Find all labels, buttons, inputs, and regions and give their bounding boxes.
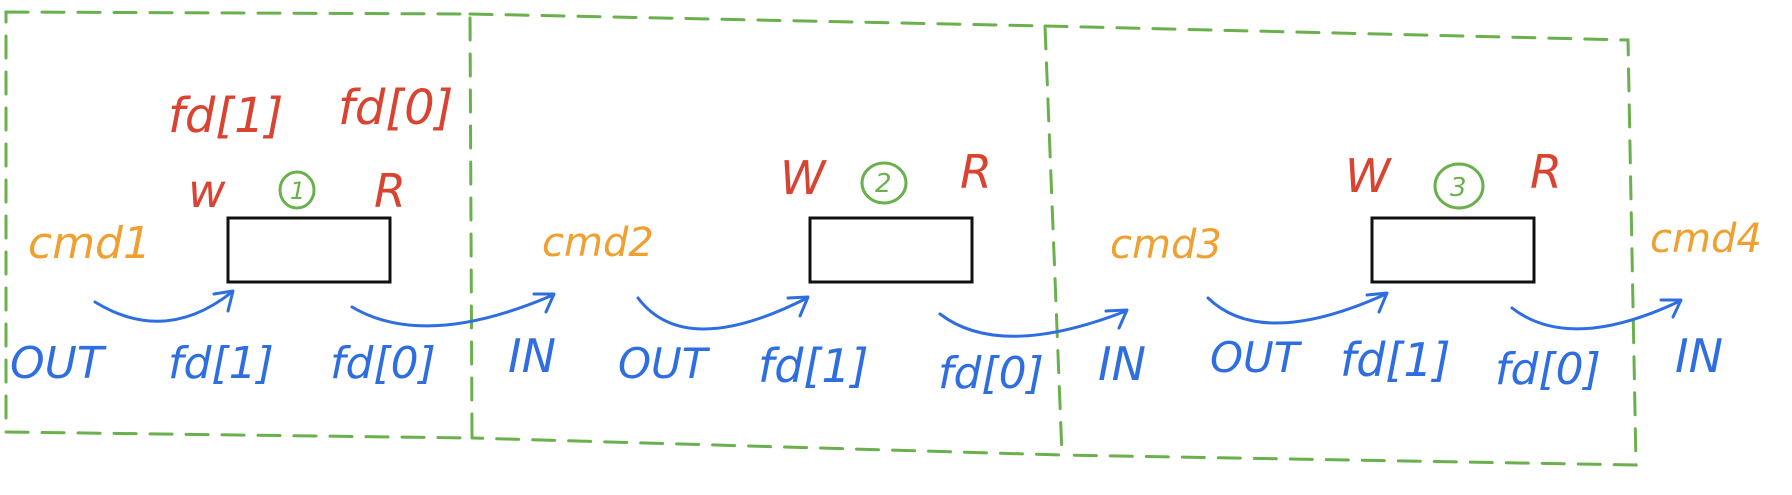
bottom-label-fd1-1: fd[1] — [168, 338, 274, 389]
arrow-out-to-pipe-1-head — [212, 289, 235, 313]
bottom-label-fd0-3: fd[0] — [1495, 344, 1601, 395]
arrow-pipe-1-to-in-head — [532, 292, 556, 314]
cmd2-label: cmd2 — [542, 220, 654, 266]
arrow-pipe-1-to-in — [350, 293, 555, 328]
pipe-1-read-label: R — [374, 164, 406, 218]
arrow-out-to-pipe-2-head — [786, 295, 810, 318]
arrow-pipe-2-to-in-head — [1104, 308, 1129, 330]
bottom-label-in-2: IN — [1098, 337, 1146, 391]
pipe-2-write-label: W — [780, 151, 827, 205]
cmd3-label: cmd3 — [1110, 222, 1222, 268]
bottom-label-out-1: OUT — [10, 338, 107, 389]
pipe-3-read-label: R — [1530, 145, 1562, 199]
top-label-fd1: fd[1] — [168, 88, 283, 144]
process-box-3 — [1043, 24, 1638, 467]
bottom-label-in-3: IN — [1675, 329, 1723, 383]
bottom-label-fd0-1: fd[0] — [330, 338, 436, 389]
arrow-pipe-2-to-in — [938, 309, 1128, 338]
arrow-out-to-pipe-3-head — [1365, 291, 1389, 314]
arrow-pipe-3-to-in-head — [1659, 298, 1683, 319]
arrow-out-to-pipe-1 — [93, 290, 234, 323]
process-box-2 — [468, 12, 1064, 457]
bottom-label-fd1-2: fd[1] — [758, 339, 869, 393]
top-label-fd0: fd[0] — [338, 80, 453, 136]
arrow-out-to-pipe-3 — [1206, 292, 1388, 325]
cmd1-label: cmd1 — [28, 218, 151, 269]
pipe-3-write-label: W — [1345, 149, 1392, 203]
arrow-pipe-3-to-in — [1510, 299, 1682, 331]
cmd4-label: cmd4 — [1650, 216, 1762, 262]
pipe-2-box — [808, 216, 974, 284]
pipe-2-read-label: R — [960, 145, 992, 199]
pipe-2-number: 2 — [875, 169, 892, 199]
pipe-1-box — [226, 216, 392, 284]
pipe-3-box — [1370, 216, 1536, 284]
bottom-label-fd0-2: fd[0] — [938, 348, 1044, 399]
pipe-3-number-circle — [1433, 162, 1485, 210]
process-box-1 — [4, 10, 474, 440]
bottom-label-out-3: OUT — [1210, 333, 1303, 382]
pipe-3-number: 3 — [1450, 173, 1467, 203]
pipe-1-number: 1 — [290, 177, 305, 205]
pipe-1-write-label: w — [188, 164, 226, 218]
bottom-label-in-1: IN — [508, 329, 556, 383]
bottom-label-fd1-3: fd[1] — [1340, 333, 1451, 387]
arrow-out-to-pipe-2 — [636, 296, 809, 331]
pipe-2-number-circle — [860, 161, 908, 205]
bottom-label-out-2: OUT — [618, 339, 711, 388]
pipe-1-number-circle — [278, 170, 316, 210]
